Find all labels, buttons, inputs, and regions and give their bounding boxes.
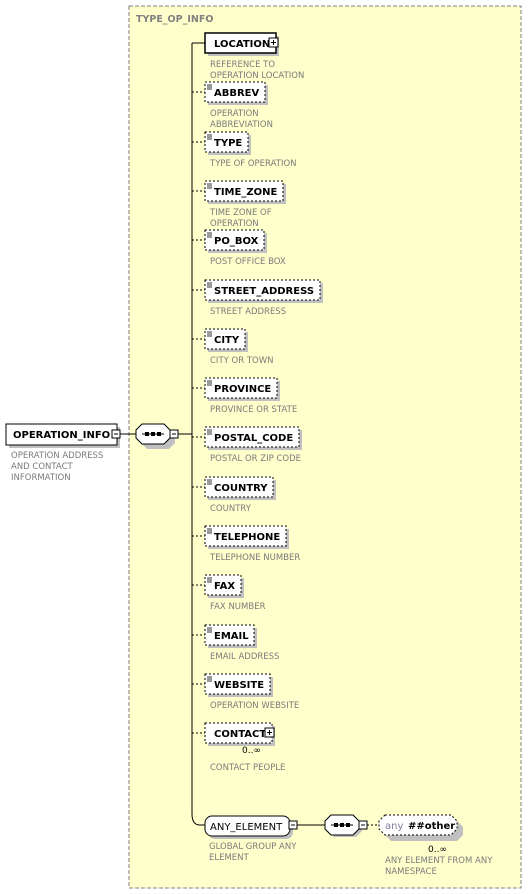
any-keyword: any (385, 821, 403, 832)
element-label: TIME_ZONE (214, 187, 277, 198)
element-time-zone[interactable]: TIME_ZONE (192, 180, 286, 204)
element-label: POSTAL_CODE (214, 433, 293, 444)
documentation-icon (207, 134, 212, 140)
type-container (128, 5, 522, 889)
element-email[interactable]: EMAIL (192, 624, 257, 648)
element-telephone[interactable]: TELEPHONE (192, 525, 289, 549)
element-label: COUNTRY (214, 483, 268, 494)
element-contact[interactable]: CONTACT 0..∞ (192, 722, 275, 756)
element-label: TYPE (214, 138, 242, 149)
documentation-icon (207, 331, 212, 337)
element-description: COUNTRY (210, 504, 252, 514)
element-label: EMAIL (214, 631, 249, 642)
element-description: CONTACT PEOPLE (210, 763, 285, 773)
root-element-label: OPERATION_INFO (13, 430, 110, 441)
element-description: STREET ADDRESS (210, 307, 286, 317)
group-sequence-compositor[interactable] (324, 814, 368, 837)
element-description: POST OFFICE BOX (210, 257, 286, 267)
element-label: CONTACT (214, 729, 266, 740)
element-type[interactable]: TYPE (192, 131, 251, 155)
root-expand-icon[interactable] (111, 429, 121, 439)
group-any-element[interactable]: ANY_ELEMENT (204, 815, 298, 839)
any-namespace: ##other (408, 821, 455, 832)
documentation-icon (207, 479, 212, 485)
any-description: ANY ELEMENT FROM ANY NAMESPACE (385, 856, 495, 877)
element-street-address[interactable]: STREET_ADDRESS (192, 279, 323, 303)
element-label: WEBSITE (214, 680, 264, 691)
element-label: STREET_ADDRESS (214, 286, 314, 297)
element-description: OPERATION WEBSITE (210, 701, 299, 711)
sequence-collapse-icon[interactable] (169, 429, 179, 439)
any-wildcard[interactable]: any ##other (378, 814, 463, 841)
group-description: GLOBAL GROUP ANY ELEMENT (209, 842, 299, 863)
element-label: ABBREV (214, 88, 260, 99)
element-description: EMAIL ADDRESS (210, 652, 279, 662)
element-label: LOCATION (214, 39, 270, 50)
element-location[interactable]: LOCATION (204, 32, 279, 56)
element-province[interactable]: PROVINCE (192, 377, 280, 401)
element-postal-code[interactable]: POSTAL_CODE (192, 426, 302, 450)
documentation-icon (207, 528, 212, 534)
documentation-icon (207, 84, 212, 90)
documentation-icon (207, 577, 212, 583)
root-element[interactable]: OPERATION_INFO (5, 423, 121, 448)
element-description: TELEPHONE NUMBER (209, 553, 300, 563)
element-description: PROVINCE OR STATE (210, 405, 297, 415)
documentation-icon (207, 627, 212, 633)
element-description: TYPE OF OPERATION (209, 159, 297, 169)
element-fax[interactable]: FAX (192, 574, 244, 598)
documentation-icon (207, 183, 212, 189)
sequence-icon (142, 432, 164, 436)
group-label: ANY_ELEMENT (210, 822, 283, 833)
documentation-icon (207, 676, 212, 682)
any-occurs: 0..∞ (428, 845, 447, 855)
documentation-icon (207, 380, 212, 386)
element-label: CITY (214, 335, 240, 346)
element-label: FAX (214, 581, 235, 592)
occurs-label: 0..∞ (242, 746, 261, 756)
type-title: TYPE_OP_INFO (136, 14, 213, 25)
element-description: CITY OR TOWN (210, 356, 273, 366)
element-po-box[interactable]: PO_BOX (192, 229, 267, 253)
root-description: OPERATION ADDRESS AND CONTACT INFORMATIO… (11, 451, 106, 483)
element-country[interactable]: COUNTRY (192, 476, 276, 500)
expand-icon[interactable] (268, 37, 279, 48)
group-sequence-collapse-icon[interactable] (358, 820, 368, 830)
element-city[interactable]: CITY (192, 328, 248, 352)
element-description: POSTAL OR ZIP CODE (210, 454, 301, 464)
element-label: PROVINCE (214, 384, 271, 395)
expand-icon[interactable] (264, 727, 275, 738)
element-label: PO_BOX (214, 236, 259, 247)
group-collapse-icon[interactable] (288, 820, 298, 830)
element-label: TELEPHONE (214, 532, 280, 543)
element-description: FAX NUMBER (210, 602, 266, 612)
element-abbrev[interactable]: ABBREV (192, 81, 268, 105)
documentation-icon (207, 232, 212, 238)
sequence-bus-end (191, 813, 205, 826)
group-sequence-icon (331, 823, 353, 827)
documentation-icon (207, 282, 212, 288)
documentation-icon (207, 429, 212, 435)
sequence-compositor[interactable] (135, 423, 179, 449)
element-website[interactable]: WEBSITE (192, 673, 273, 697)
